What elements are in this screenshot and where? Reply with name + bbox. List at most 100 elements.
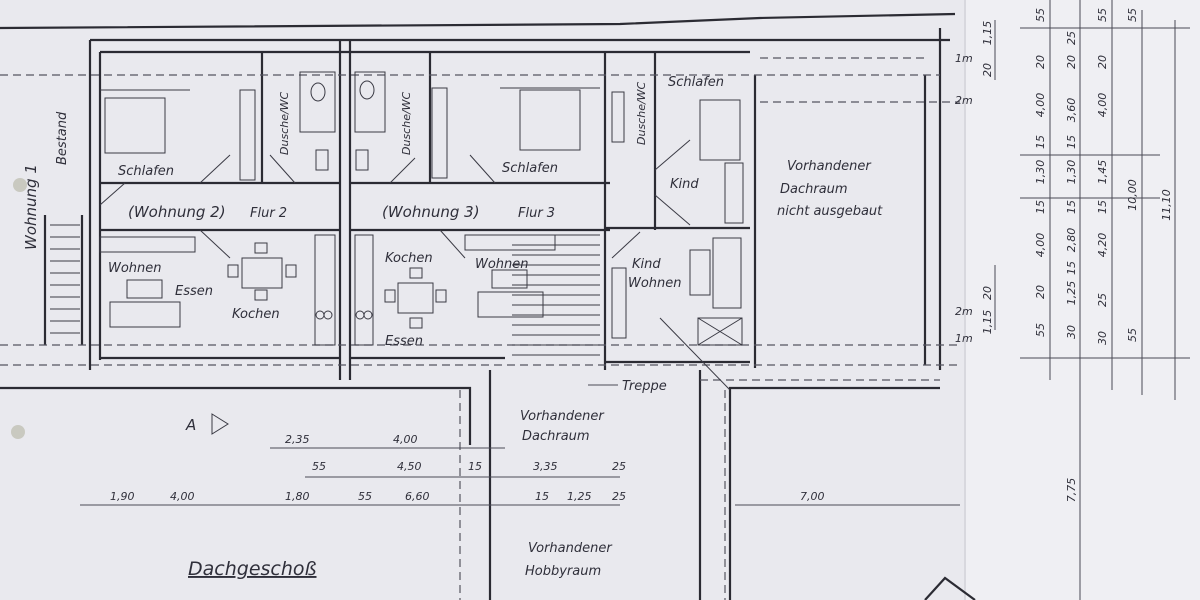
label-dachraum-2: Dachraum bbox=[780, 182, 848, 197]
north-arrow-icon bbox=[924, 576, 976, 600]
dim: 15 bbox=[1096, 200, 1109, 214]
dim: 20 bbox=[1096, 55, 1109, 69]
height-mark: 1m bbox=[955, 52, 973, 65]
dim: 3,35 bbox=[533, 460, 558, 473]
dim: 11,10 bbox=[1160, 189, 1173, 221]
dim: 20 bbox=[981, 63, 994, 77]
dim: 25 bbox=[612, 460, 626, 473]
label-wohnung2: (Wohnung 2) bbox=[128, 203, 226, 221]
dim: 15 bbox=[1065, 261, 1078, 275]
roof-lines bbox=[0, 57, 960, 600]
punch-hole bbox=[13, 178, 27, 192]
dim: 20 bbox=[1034, 285, 1047, 299]
label-wohnen-3: Wohnen bbox=[475, 257, 529, 272]
dim: 25 bbox=[1096, 293, 1109, 307]
label-schlafen-3: Schlafen bbox=[502, 161, 558, 176]
dim: 7,00 bbox=[800, 490, 825, 503]
dim: 55 bbox=[1096, 8, 1109, 22]
dim: 3,60 bbox=[1065, 98, 1078, 123]
dim: 1,45 bbox=[1096, 160, 1109, 185]
dim: 1,30 bbox=[1065, 160, 1078, 185]
dim: 1,15 bbox=[981, 310, 994, 335]
dim: 30 bbox=[1096, 331, 1109, 345]
room-labels: Wohnung 1 Bestand Schlafen Dusche/WC Dus… bbox=[22, 75, 976, 600]
doors bbox=[99, 139, 731, 391]
label-kind: Kind bbox=[632, 257, 661, 272]
paper-right-panel bbox=[965, 0, 1200, 600]
dim: 25 bbox=[612, 490, 626, 503]
dim: 1,25 bbox=[1065, 281, 1078, 306]
dim: 1,90 bbox=[110, 490, 135, 503]
label-dachraum-3: nicht ausgebaut bbox=[777, 204, 883, 219]
dim: 15 bbox=[535, 490, 549, 503]
dim: 10,00 bbox=[1126, 179, 1139, 211]
dim: 4,00 bbox=[1034, 93, 1047, 118]
dim: 2,80 bbox=[1065, 228, 1078, 253]
furniture bbox=[99, 71, 744, 346]
plan-title: Dachgeschoß bbox=[188, 558, 317, 580]
dim: 55 bbox=[1034, 8, 1047, 22]
dim: 55 bbox=[1034, 323, 1047, 337]
punch-hole bbox=[11, 425, 25, 439]
stairs bbox=[50, 224, 600, 356]
dim: 55 bbox=[358, 490, 372, 503]
dimension-texts: 2,35 4,00 55 4,50 15 3,35 25 1,90 4,00 1… bbox=[110, 433, 825, 503]
dim: 15 bbox=[1034, 200, 1047, 214]
dim: 25 bbox=[1065, 31, 1078, 45]
dim: 55 bbox=[1126, 328, 1139, 342]
dim: 15 bbox=[1065, 135, 1078, 149]
section-marker: A bbox=[185, 416, 196, 434]
dim: 2,35 bbox=[285, 433, 310, 446]
label-hobbyraum-1: Vorhandener bbox=[528, 541, 613, 556]
dim: 7,75 bbox=[1065, 478, 1078, 503]
dim: 20 bbox=[1065, 55, 1078, 69]
dim: 1,15 bbox=[981, 21, 994, 46]
label-dachraum-mid-1: Vorhandener bbox=[520, 409, 605, 424]
label-kochen-2: Kochen bbox=[232, 307, 280, 322]
dim: 1,30 bbox=[1034, 160, 1047, 185]
dim: 55 bbox=[312, 460, 326, 473]
label-dachraum-mid-2: Dachraum bbox=[522, 429, 590, 444]
dim: 15 bbox=[1034, 135, 1047, 149]
label-wohnung1: Wohnung 1 bbox=[22, 164, 40, 250]
section-arrow-icon bbox=[211, 413, 229, 435]
label-essen-2: Essen bbox=[175, 284, 213, 299]
dim: 4,00 bbox=[1034, 233, 1047, 258]
label-flur2: Flur 2 bbox=[250, 206, 287, 221]
label-wohnen-kind: Wohnen bbox=[628, 276, 682, 291]
dim: 55 bbox=[1126, 8, 1139, 22]
vertical-dimension-texts: 1,15 20 20 1,15 55 20 4,00 15 1,30 15 4,00 20 55 25 20… bbox=[981, 8, 1173, 502]
dim: 6,60 bbox=[405, 490, 430, 503]
label-schlafen-4: Schlafen bbox=[668, 75, 724, 90]
label-bestand: Bestand bbox=[55, 111, 70, 165]
height-mark: 2m bbox=[955, 305, 973, 318]
dim: 20 bbox=[981, 286, 994, 300]
dim: 4,00 bbox=[1096, 93, 1109, 118]
label-kochen-3: Kochen bbox=[385, 251, 433, 266]
label-treppe: Treppe bbox=[622, 379, 667, 394]
dim: 4,00 bbox=[393, 433, 418, 446]
height-marks: 1m 2m 2m 1m bbox=[955, 52, 973, 345]
dim: 20 bbox=[1034, 55, 1047, 69]
dim: 15 bbox=[1065, 200, 1078, 214]
height-mark: 2m bbox=[955, 94, 973, 107]
dim: 1,25 bbox=[567, 490, 592, 503]
dim: 1,80 bbox=[285, 490, 310, 503]
height-mark: 1m bbox=[955, 332, 973, 345]
label-flur3: Flur 3 bbox=[518, 206, 555, 221]
label-wohnen-2: Wohnen bbox=[108, 261, 162, 276]
walls bbox=[0, 12, 956, 600]
dim: 15 bbox=[468, 460, 482, 473]
label-dusche-4: Dusche/WC bbox=[635, 81, 648, 145]
label-wohnung3: (Wohnung 3) bbox=[382, 203, 480, 221]
label-essen-3: Essen bbox=[385, 334, 423, 349]
label-dachraum-1: Vorhandener bbox=[787, 159, 872, 174]
label-kind-1: Kind bbox=[670, 177, 699, 192]
dim: 4,00 bbox=[170, 490, 195, 503]
label-dusche-3: Dusche/WC bbox=[400, 91, 413, 155]
dim: 30 bbox=[1065, 325, 1078, 339]
label-dusche-2: Dusche/WC bbox=[278, 91, 291, 155]
label-hobbyraum-2: Hobbyraum bbox=[525, 564, 601, 579]
dim: 4,50 bbox=[397, 460, 422, 473]
